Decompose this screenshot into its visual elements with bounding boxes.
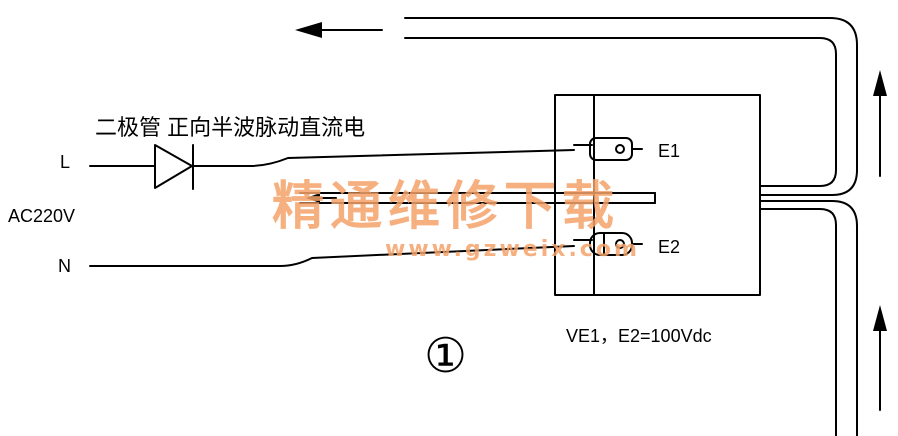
top-flow-arrow: [295, 22, 383, 38]
terminal-e1-body: [589, 137, 633, 161]
watermark-url: www.gzweix.com: [385, 237, 640, 262]
line-l-label: L: [60, 152, 70, 172]
terminal-e2: [573, 232, 643, 256]
terminal-e1: [573, 137, 643, 161]
line-n-label: N: [58, 256, 71, 276]
electrode-box: [554, 94, 761, 296]
terminal-e2-label: E2: [658, 237, 680, 257]
terminal-e1-label: E1: [658, 141, 680, 161]
center-rod: [299, 192, 656, 204]
diode-caption: 二极管 正向半波脉动直流电: [95, 115, 365, 140]
voltage-label: AC220V: [8, 206, 75, 226]
n-wire-to-e2: [89, 245, 575, 267]
top-arrow-head: [295, 22, 322, 38]
terminal-e2-hole: [615, 239, 625, 249]
rod-arrow-head: [306, 193, 320, 203]
right-up-arrow-upper: [873, 70, 887, 177]
watermark-title: 精通维修下载: [272, 177, 620, 237]
upper-loop-outer-wire: [404, 17, 858, 196]
up-arrow-head: [873, 305, 887, 331]
l-wire-to-e1: [192, 149, 575, 167]
figure-number: ①: [424, 330, 467, 383]
diode-symbol: [154, 144, 194, 190]
spec-label: VE1，E2=100Vdc: [566, 326, 712, 346]
lower-loop-inner-wire: [759, 208, 837, 436]
up-arrow-head: [873, 70, 887, 96]
lower-loop-outer-wire: [759, 200, 858, 436]
diode-triangle: [154, 144, 193, 189]
terminal-e1-hole: [615, 144, 625, 154]
upper-loop-inner-wire: [404, 37, 837, 187]
right-up-arrow-lower: [873, 305, 887, 411]
